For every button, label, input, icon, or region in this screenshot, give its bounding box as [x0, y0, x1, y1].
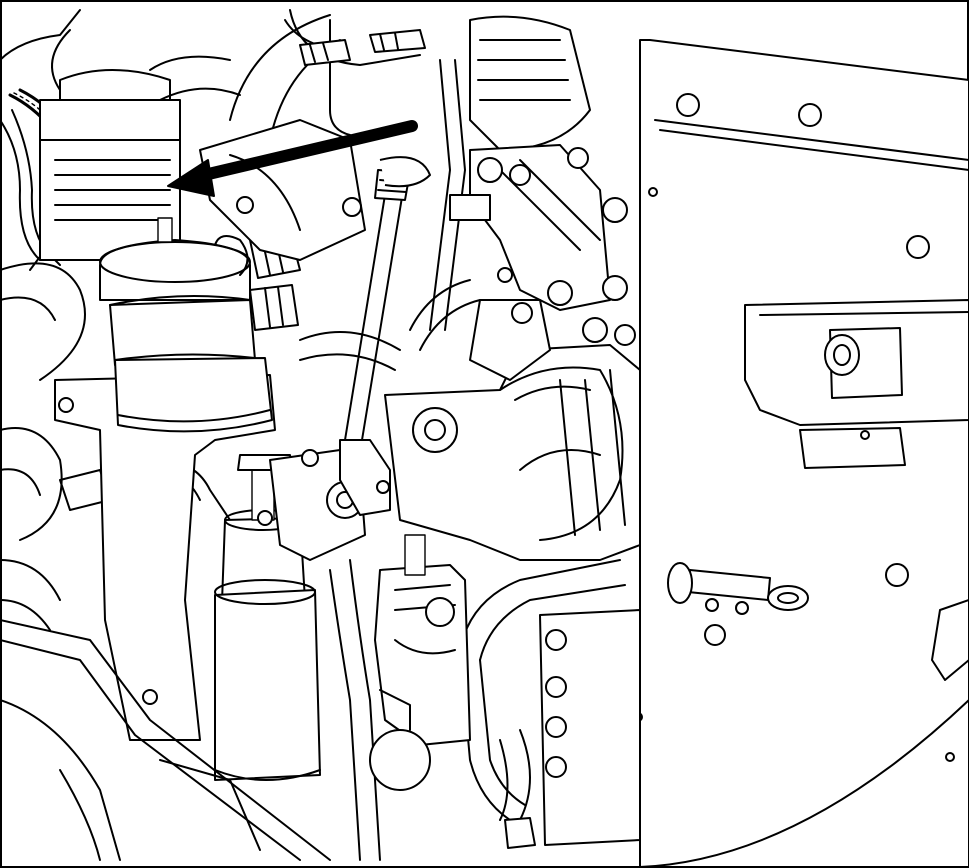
starter-solenoid	[369, 534, 471, 791]
fuel-line	[339, 156, 431, 516]
fuel-filter-bowl	[214, 449, 366, 781]
fuel-filter-head	[99, 217, 301, 366]
intake-elbow	[199, 29, 426, 261]
lower-frame	[0, 619, 536, 861]
radiator-side-panel	[539, 39, 969, 868]
upper-engine-components	[429, 15, 628, 381]
arrow-left-icon	[167, 120, 418, 197]
mounting-bracket	[54, 357, 276, 741]
